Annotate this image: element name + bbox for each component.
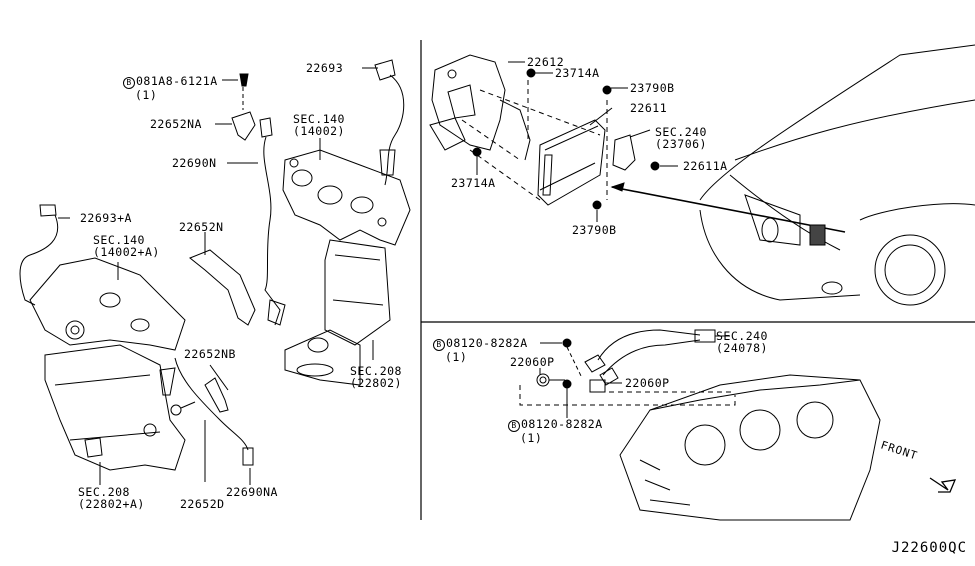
section-number: SEC.240 xyxy=(716,329,768,343)
part-label-22611A[interactable]: 22611A xyxy=(683,159,728,173)
bolt-marker-icon: B xyxy=(433,339,445,351)
part-label-sec140[interactable]: SEC.140(14002) xyxy=(293,113,345,137)
bolts-top-right xyxy=(472,68,660,210)
section-ref: (14002) xyxy=(293,124,345,138)
part-label-22652NA[interactable]: 22652NA xyxy=(150,117,202,131)
exhaust-manifold-right xyxy=(282,149,411,386)
bracket-22652NB xyxy=(204,377,229,413)
part-label-22652D[interactable]: 22652D xyxy=(180,497,225,511)
leader-lines-top-right xyxy=(476,61,846,233)
sensor-harness xyxy=(584,329,716,393)
part-label-sec140a[interactable]: SEC.140(14002+A) xyxy=(93,234,160,258)
exhaust-manifold-left xyxy=(29,257,186,471)
part-label-22060P-right[interactable]: 22060P xyxy=(625,376,670,390)
section-ref: (24078) xyxy=(716,341,768,355)
part-label-22690NA[interactable]: 22690NA xyxy=(226,485,278,499)
leader-lines-bottom-right xyxy=(539,335,730,418)
section-ref: (22802+A) xyxy=(78,497,145,511)
bolt-marker-icon: B xyxy=(508,420,520,432)
part-label-22693[interactable]: 22693 xyxy=(306,61,344,75)
quantity: (1) xyxy=(520,431,543,445)
part-label-23714A-top[interactable]: 23714A xyxy=(555,66,600,80)
sensors-22060P xyxy=(536,338,583,389)
part-label-sec240-24078[interactable]: SEC.240(24078) xyxy=(716,330,768,354)
bolt-22652D xyxy=(170,401,196,416)
dashed-guides-top-right xyxy=(461,80,608,201)
part-label-22690N[interactable]: 22690N xyxy=(172,156,217,170)
quantity: (1) xyxy=(445,350,468,364)
part-label-22652NB[interactable]: 22652NB xyxy=(184,347,236,361)
engine-block xyxy=(619,374,881,521)
part-label-22693A[interactable]: 22693+A xyxy=(80,211,132,225)
o2-sensor-22693 xyxy=(374,59,405,186)
section-number: SEC.208 xyxy=(78,485,130,499)
section-number: SEC.140 xyxy=(93,233,145,247)
bracket-22652NA xyxy=(231,73,256,141)
section-number: SEC.140 xyxy=(293,112,345,126)
diagram-code: J22600QC xyxy=(891,540,967,556)
part-number: 08120-8282A xyxy=(521,417,603,431)
section-number: SEC.240 xyxy=(655,125,707,139)
part-number: 081A8-6121A xyxy=(136,74,218,88)
ecm-22611 xyxy=(537,119,606,206)
section-ref: (23706) xyxy=(655,137,707,151)
part-label-22612[interactable]: 22612 xyxy=(527,55,565,69)
part-label-22611[interactable]: 22611 xyxy=(630,101,668,115)
section-ref: (14002+A) xyxy=(93,245,160,259)
o2-sensor-22693A xyxy=(19,204,59,306)
part-number: 08120-8282A xyxy=(446,336,528,350)
o2-sensor-22690N xyxy=(259,117,286,326)
section-number: SEC.208 xyxy=(350,364,402,378)
part-label-22652N[interactable]: 22652N xyxy=(179,220,224,234)
quantity: (1) xyxy=(135,88,158,102)
part-label-23714A-bottom[interactable]: 23714A xyxy=(451,176,496,190)
leader-lines-left xyxy=(58,67,378,485)
bracket-22652N xyxy=(189,249,256,326)
part-label-sec240-23706[interactable]: SEC.240(23706) xyxy=(655,126,707,150)
bolt-marker-icon: B xyxy=(123,77,135,89)
part-label-23790B-top[interactable]: 23790B xyxy=(630,81,675,95)
vehicle-front-view xyxy=(699,44,975,306)
bracket-sec240-23706 xyxy=(612,134,636,171)
section-ref: (22802) xyxy=(350,376,402,390)
o2-sensor-22690NA xyxy=(159,357,254,466)
front-arrow-icon xyxy=(929,477,957,493)
part-label-sec208[interactable]: SEC.208(22802) xyxy=(350,365,402,389)
dashed-guides-bottom-right xyxy=(519,385,736,406)
part-label-sec208a[interactable]: SEC.208(22802+A) xyxy=(78,486,145,510)
ecm-bracket-22612 xyxy=(429,54,531,161)
part-label-22060P-left[interactable]: 22060P xyxy=(510,355,555,369)
part-label-23790B-bottom[interactable]: 23790B xyxy=(572,223,617,237)
